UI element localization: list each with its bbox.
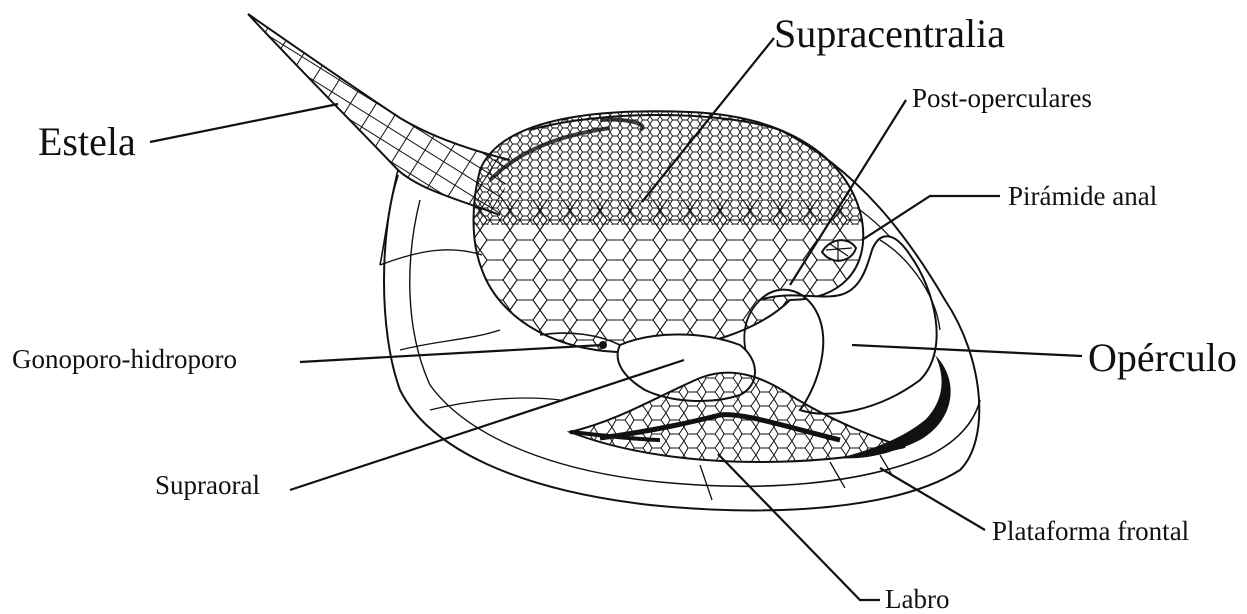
label-operculo: Opérculo [1088,338,1237,378]
leader-estela [150,104,338,142]
label-labro: Labro [885,586,949,613]
label-piramide-anal: Pirámide anal [1008,183,1157,210]
leader-plataforma [880,468,985,530]
label-supraoral: Supraoral [155,472,260,499]
leader-piramide-anal [862,196,1000,240]
label-estela: Estela [38,122,136,162]
label-post-operculares: Post-operculares [912,85,1092,112]
label-supracentralia: Supracentralia [774,14,1005,54]
leader-labro [718,454,880,600]
label-plataforma-frontal: Plataforma frontal [992,518,1189,545]
leader-gonoporo [300,345,603,362]
label-gonoporo-hidroporo: Gonoporo-hidroporo [12,346,237,373]
